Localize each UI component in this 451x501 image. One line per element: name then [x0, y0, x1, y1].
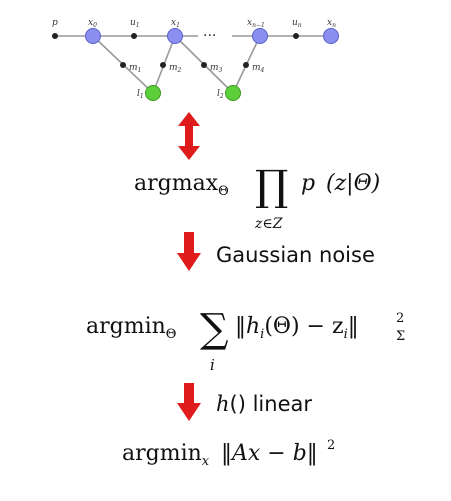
eq2-sum-symbol: ∑: [200, 306, 229, 352]
eq1-body-fn: p: [301, 171, 315, 196]
double-arrow-icon: [178, 112, 200, 160]
pose-node-x0: [85, 28, 101, 44]
label-p: p: [52, 18, 58, 28]
eq2-norm-subscript: Σ: [396, 329, 405, 344]
graph-labels: p x0 u1 x1 xn−1 un xn m1 m2 m3 m4 l1 l2: [52, 18, 336, 100]
factor-dots: [52, 33, 299, 68]
label-l1: l1: [137, 89, 144, 100]
factor-dot-m2: [160, 62, 166, 68]
factor-dot-m4: [243, 62, 249, 68]
label-xn: xn: [327, 18, 336, 29]
factor-dot-m1: [120, 62, 126, 68]
label-m3: m3: [210, 63, 223, 74]
eq2-body: ‖hi(Θ) − zi‖: [235, 314, 359, 342]
eq2-superscript: 2: [396, 311, 404, 326]
eq2-operator: argminΘ: [86, 314, 176, 342]
equation-argmax: argmaxΘ ∏ z∈Z p (z|Θ): [134, 161, 380, 232]
factor-dot-m3: [201, 62, 207, 68]
down-arrow-icon-2: [177, 383, 201, 421]
label-u1: u1: [130, 18, 140, 29]
pose-node-xn-1: [252, 28, 268, 44]
label-x0: x0: [88, 18, 97, 29]
pose-node-xn: [323, 28, 339, 44]
landmark-nodes: [145, 85, 241, 101]
eq3-body: ‖Ax − b‖: [221, 441, 318, 466]
ellipsis-dots: ···: [203, 28, 216, 44]
label-un: un: [292, 18, 302, 29]
eq2-sum-subscript: i: [210, 356, 215, 374]
label-m2: m2: [169, 63, 182, 74]
equation-argmin-sum: argminΘ ∑ i ‖hi(Θ) − zi‖ 2 Σ: [86, 306, 405, 374]
factor-dot-un: [293, 33, 299, 39]
eq1-product-symbol: ∏: [255, 161, 288, 210]
eq1-product-subscript: z∈Z: [254, 216, 283, 232]
factor-dot-p: [52, 33, 58, 39]
pose-nodes: [85, 28, 339, 44]
eq3-operator: argminx: [122, 441, 210, 469]
label-xn-1: xn−1: [247, 18, 265, 29]
eq1-operator: argmaxΘ: [134, 171, 229, 199]
label-l2: l2: [217, 89, 224, 100]
label-m1: m1: [129, 63, 141, 74]
eq1-body-args: (z|Θ): [326, 171, 380, 196]
pose-node-x1: [167, 28, 183, 44]
down-arrow-icon: [177, 232, 201, 271]
graph-edges: [55, 35, 331, 94]
linear-caption: h() linear: [216, 392, 312, 416]
gaussian-noise-caption: Gaussian noise: [216, 243, 375, 267]
landmark-node-l2: [225, 85, 241, 101]
equation-least-squares: argminx ‖Ax − b‖ 2: [122, 438, 335, 469]
factor-graph: p x0 u1 x1 xn−1 un xn m1 m2 m3 m4 l1 l2 …: [52, 18, 339, 101]
landmark-node-l1: [145, 85, 161, 101]
arrows: [177, 112, 201, 421]
factor-dot-u1: [131, 33, 137, 39]
label-m4: m4: [252, 63, 265, 74]
eq3-superscript: 2: [327, 438, 335, 453]
label-x1: x1: [171, 18, 180, 29]
